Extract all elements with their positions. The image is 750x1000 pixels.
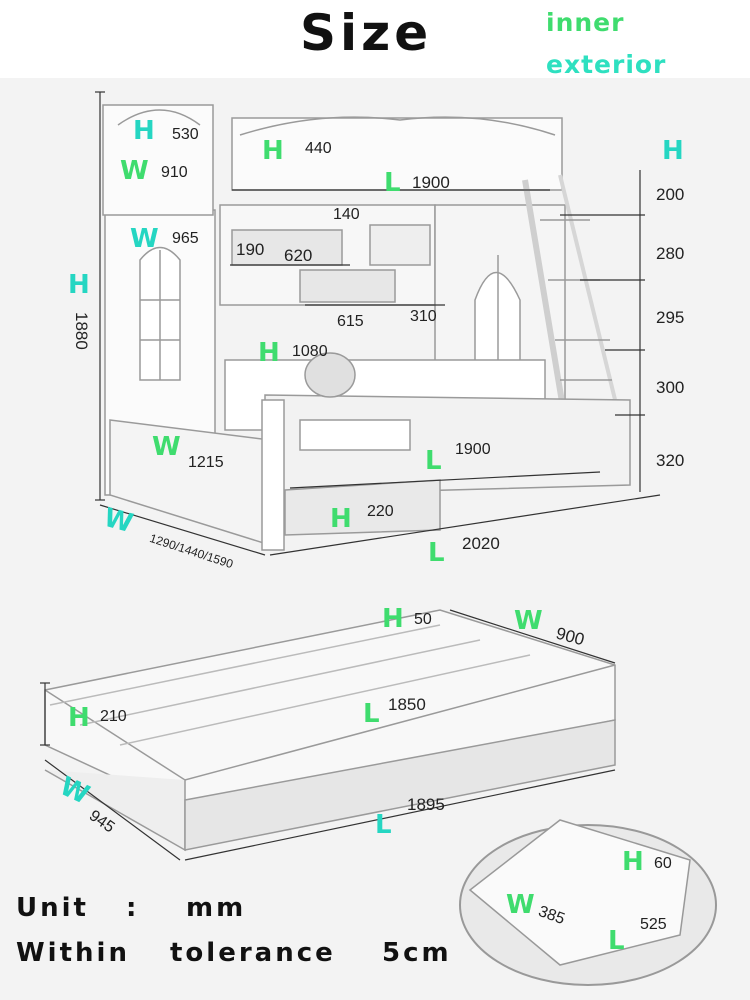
stair-295: 295: [656, 308, 685, 327]
tolerance-label: Within: [16, 938, 130, 968]
trundle-l-value: 1850: [388, 695, 426, 714]
shelf-310-value: 310: [410, 308, 437, 325]
lower-w-value: 1215: [188, 454, 224, 471]
stair-320: 320: [656, 451, 685, 470]
upper-l-letter: L: [384, 168, 401, 198]
cabinet-h-letter: H: [133, 116, 155, 146]
cabinet-w-letter: W: [120, 156, 149, 186]
stair-200: 200: [656, 185, 685, 204]
trundle-h-letter: H: [382, 604, 404, 634]
total-h-letter: H: [68, 270, 90, 300]
total-l-letter: L: [428, 538, 445, 568]
drawer-h-letter: H: [622, 847, 644, 877]
trundle-l2-letter: L: [375, 810, 392, 840]
page-title: Size: [300, 4, 433, 62]
drawer-w-letter: W: [506, 890, 535, 920]
shelf-615-value: 615: [337, 313, 364, 330]
unit-colon: :: [126, 893, 140, 923]
cabinet-h-value: 530: [172, 126, 199, 143]
total-h-value: 1880: [72, 312, 91, 350]
lower-h-letter: H: [258, 338, 280, 368]
drawer-l-letter: L: [608, 926, 625, 956]
unit-label: Unit: [16, 893, 89, 923]
lower-h-value: 1080: [292, 343, 328, 360]
cabinet-w2-letter: W: [130, 224, 159, 254]
lower-w-letter: W: [152, 432, 181, 462]
trundle-outer-h-letter: H: [68, 703, 90, 733]
trundle-h-value: 50: [414, 611, 432, 628]
stair-280: 280: [656, 244, 685, 263]
upper-rail-h-letter: H: [262, 136, 284, 166]
dimension-lines: [40, 91, 661, 861]
cabinet-w-value: 910: [161, 164, 188, 181]
trundle-l-letter: L: [363, 699, 380, 729]
stair-300: 300: [656, 378, 685, 397]
total-l-value: 2020: [462, 534, 500, 553]
trundle-outer-h-value: 210: [100, 708, 127, 725]
drawer-l-value: 525: [640, 916, 667, 933]
trundle-gap-h-letter: H: [330, 504, 352, 534]
legend-exterior: exterior: [546, 50, 667, 79]
drawer-h-value: 60: [654, 855, 672, 872]
bunk-bed-illustration: [102, 104, 631, 551]
tolerance-value: 5cm: [382, 938, 452, 968]
trundle-l2-value: 1895: [407, 795, 445, 814]
tolerance-word: tolerance: [170, 938, 336, 968]
trundle-w-letter: W: [514, 606, 543, 636]
trundle-gap-h-value: 220: [367, 503, 394, 520]
upper-l-value: 1900: [412, 173, 450, 192]
lower-l-letter: L: [425, 446, 442, 476]
shelf-top-value: 140: [333, 206, 360, 223]
stair-h-letter: H: [662, 136, 684, 166]
unit-value: mm: [186, 893, 247, 923]
shelf-620-value: 620: [284, 246, 313, 265]
legend-inner: inner: [546, 8, 625, 37]
upper-rail-h-value: 440: [305, 140, 332, 157]
trundle-illustration: [44, 609, 616, 852]
shelf-190-value: 190: [236, 240, 265, 259]
lower-l-value: 1900: [455, 441, 491, 458]
cabinet-w2-value: 965: [172, 230, 199, 247]
